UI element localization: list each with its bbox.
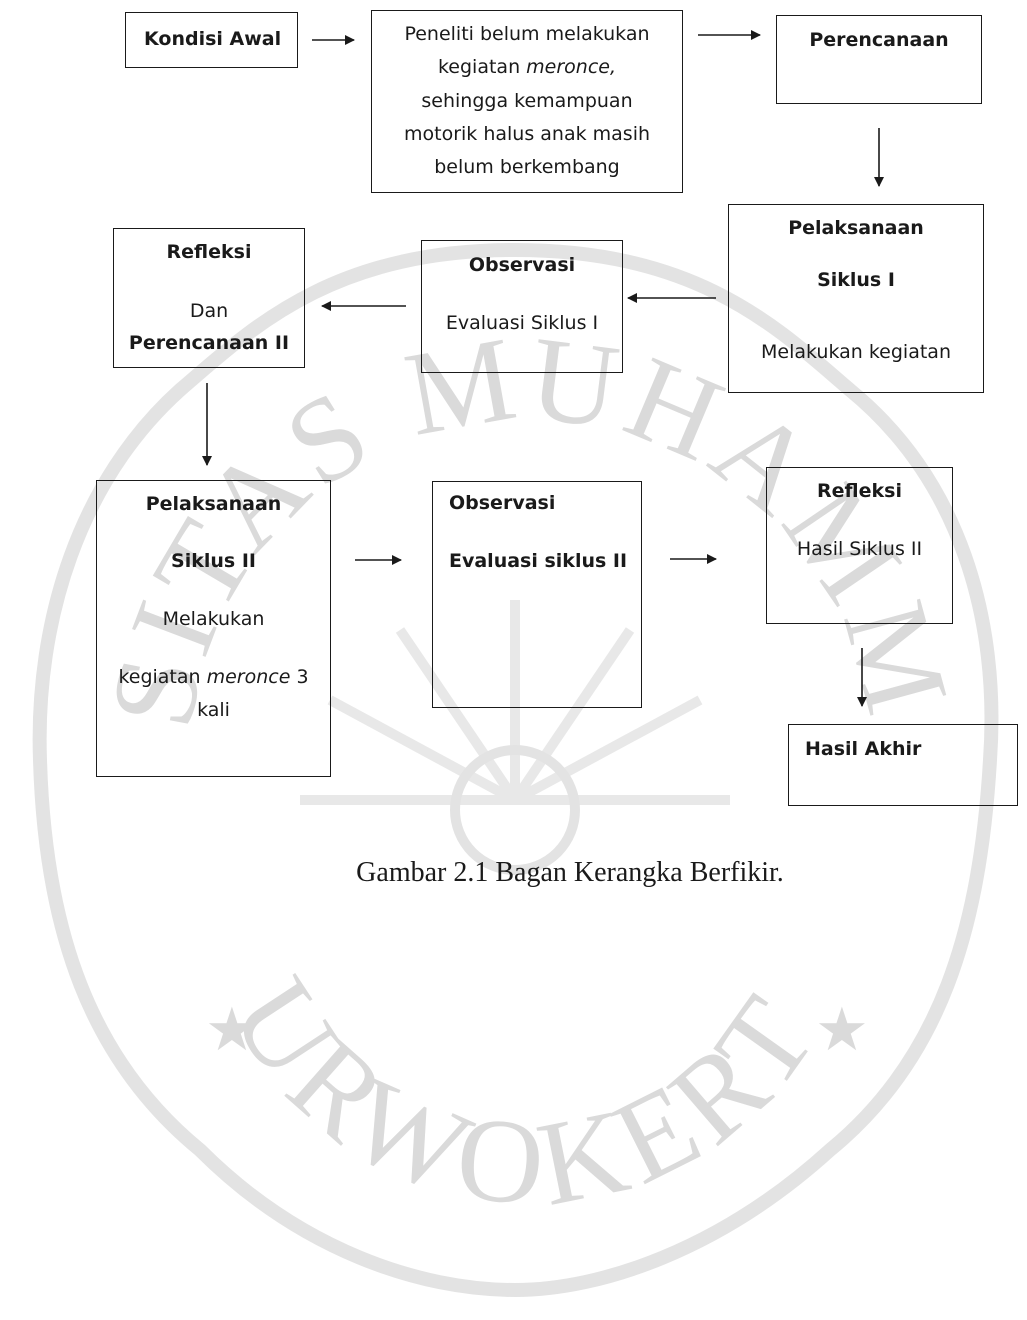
node-pelaksanaan1-subtitle: Siklus I — [817, 269, 895, 291]
node-refleksi-2: Refleksi Hasil Siklus II — [766, 467, 953, 624]
kondisi-desc-line4: motorik halus anak masih — [403, 123, 651, 145]
node-pelaksanaan2-title: Pelaksanaan — [145, 493, 282, 515]
node-hasil-akhir: Hasil Akhir — [788, 724, 1018, 806]
node-refleksi1-line2: Perencanaan II — [128, 332, 290, 354]
node-pelaksanaan-siklus-2: Pelaksanaan Siklus II Melakukan kegiatan… — [96, 480, 331, 777]
node-pelaksanaan2-subtitle: Siklus II — [171, 550, 256, 572]
node-pelaksanaan2-line2: kegiatan meronce 3 — [97, 661, 330, 694]
node-refleksi2-title: Refleksi — [817, 480, 902, 502]
node-kondisi-awal-title: Kondisi Awal — [144, 28, 282, 50]
pelaksanaan2-line2-suffix: 3 — [290, 666, 309, 688]
node-refleksi-1: Refleksi Dan Perencanaan II — [113, 228, 305, 368]
node-refleksi1-line1: Dan — [189, 300, 229, 322]
node-refleksi2-body: Hasil Siklus II — [796, 538, 923, 560]
node-pelaksanaan2-line3: kali — [197, 699, 230, 721]
kondisi-desc-line1: Peneliti belum melakukan — [404, 23, 650, 45]
node-observasi2-body: Evaluasi siklus II — [449, 550, 628, 572]
kondisi-desc-line2: kegiatan meronce, — [372, 51, 682, 84]
watermark-star-right: ★ — [815, 995, 869, 1065]
figure-caption: Gambar 2.1 Bagan Kerangka Berfikir. — [356, 857, 784, 888]
node-perencanaan: Perencanaan — [776, 15, 982, 104]
kondisi-desc-line2-emphasis: meronce, — [526, 56, 617, 78]
kondisi-desc-line5: belum berkembang — [434, 156, 620, 178]
node-observasi-1: Observasi Evaluasi Siklus I — [421, 240, 623, 373]
node-observasi1-title: Observasi — [468, 254, 576, 276]
node-pelaksanaan-siklus-1: Pelaksanaan Siklus I Melakukan kegiatan — [728, 204, 984, 393]
kondisi-desc-line3: sehingga kemampuan — [421, 90, 633, 112]
node-observasi-2: Observasi Evaluasi siklus II — [432, 481, 642, 708]
node-observasi1-body: Evaluasi Siklus I — [445, 312, 599, 334]
node-observasi2-title: Observasi — [449, 492, 556, 514]
watermark-star-left: ★ — [205, 995, 259, 1065]
node-kondisi-awal: Kondisi Awal — [125, 12, 298, 68]
node-pelaksanaan1-body: Melakukan kegiatan — [761, 341, 951, 363]
node-kondisi-description: Peneliti belum melakukan kegiatan meronc… — [371, 10, 683, 193]
pelaksanaan2-line2-emphasis: meronce — [206, 666, 291, 688]
node-perencanaan-title: Perencanaan — [809, 29, 949, 51]
node-hasil-akhir-title: Hasil Akhir — [805, 738, 922, 760]
node-pelaksanaan1-title: Pelaksanaan — [788, 217, 924, 239]
watermark-sun-rays — [300, 600, 730, 805]
node-pelaksanaan2-line1: Melakukan — [162, 608, 265, 630]
node-refleksi1-title: Refleksi — [166, 241, 252, 263]
pelaksanaan2-line2-text: kegiatan — [118, 666, 207, 688]
kondisi-desc-line2-text: kegiatan — [437, 56, 527, 78]
